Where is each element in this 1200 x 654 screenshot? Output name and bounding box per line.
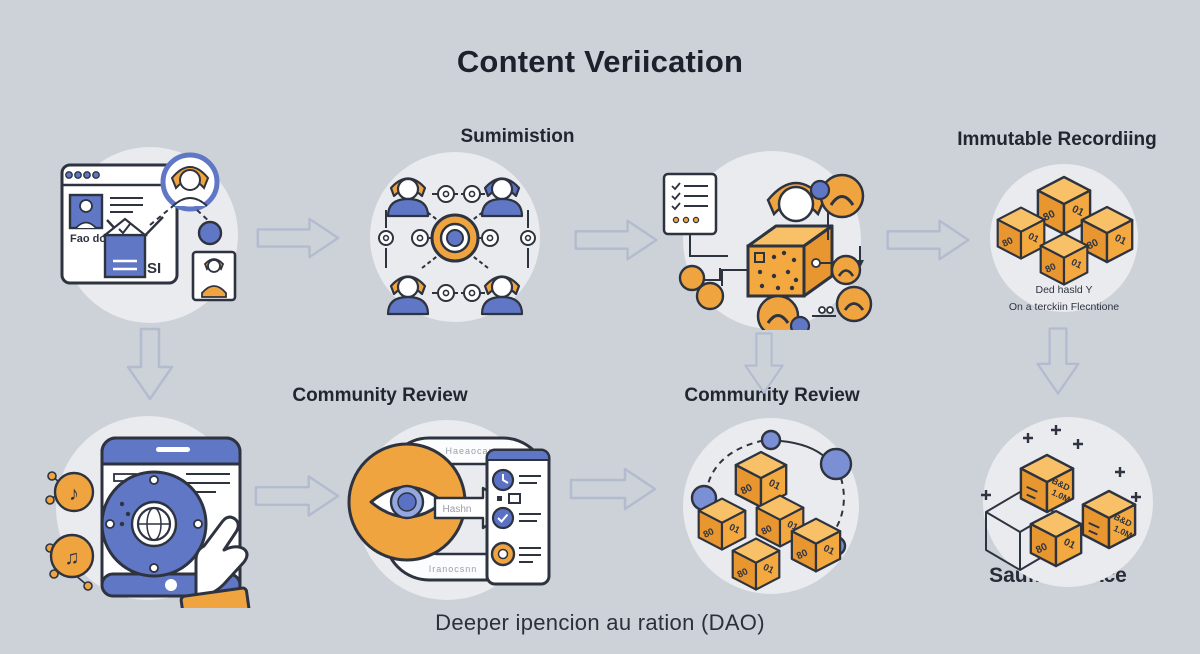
review-loop-illustration: Haeaocane Iranocsnn Hashn — [347, 420, 551, 600]
arrow-label: Hashn — [443, 504, 472, 515]
orange-user-node-icon — [809, 173, 865, 219]
data-cube-icon — [1039, 232, 1089, 286]
flow-arrow-right-4 — [254, 475, 340, 517]
orange-user-node-icon — [835, 285, 873, 323]
flow-arrow-down-1 — [126, 327, 174, 401]
network-node-icons — [378, 185, 536, 302]
flow-arrow-down-3 — [1036, 327, 1080, 395]
music-note-icon: ♫ — [49, 533, 95, 579]
flow-arrow-right-5 — [569, 467, 657, 511]
recording-caption-line1: Ded hasld Y — [1035, 284, 1092, 296]
recording-caption-line2: On a terckiin Flecntione — [1009, 301, 1119, 313]
check-clock-icon — [491, 506, 515, 530]
immutable-recording-illustration: Ded hasld Y On a terckiin Flecntione — [990, 164, 1138, 313]
data-cube-icon — [790, 517, 842, 573]
data-cube-icon — [1029, 509, 1083, 568]
footer-caption: Deeper ipencion au ration (DAO) — [435, 610, 765, 635]
review-card-icon — [485, 448, 551, 586]
processing-illustration — [662, 151, 873, 330]
id-badge-icon — [191, 250, 237, 302]
page-title: Content Veriication — [456, 44, 744, 79]
data-cube-icon — [1080, 205, 1134, 264]
blue-head-icon — [197, 220, 223, 246]
document-envelope-icon: SI — [101, 217, 161, 279]
svg-text:♪: ♪ — [69, 483, 79, 505]
blue-node-icon — [819, 447, 853, 481]
stage-label-community-review-left: Community Review — [292, 385, 468, 406]
submission-network-illustration — [370, 152, 540, 322]
eye-icon — [347, 442, 467, 562]
profile-caption: Fao do — [70, 233, 106, 245]
data-cube-icon — [996, 206, 1046, 260]
content-source-illustration: Fao do SI — [60, 147, 238, 323]
avatar-circle-icon — [160, 152, 220, 212]
loop-top-label: Haeaocane — [445, 446, 500, 456]
blue-node-icon — [760, 429, 782, 451]
stage-label-submission: Sumimistion — [460, 126, 575, 147]
media-tablet-illustration: ♪ ♫ — [45, 416, 251, 608]
data-cube-icon — [731, 537, 781, 591]
hash-cube-icon — [1019, 453, 1075, 514]
cube-network-illustration — [683, 418, 859, 594]
orange-node-icon — [678, 264, 706, 292]
orange-node-icon — [695, 281, 725, 311]
stage-label-community-review-right: Community Review — [684, 385, 860, 406]
flow-arrow-right-2 — [574, 219, 658, 261]
flow-arrow-right-1 — [256, 217, 340, 259]
checklist-card-icon — [662, 172, 718, 236]
orange-user-node-icon — [756, 294, 811, 330]
document-label: SI — [147, 260, 161, 277]
hash-cube-icon — [1081, 489, 1137, 550]
secure-hash-illustration — [981, 417, 1153, 587]
data-cube-icon — [697, 497, 747, 551]
pointing-hand-icon — [179, 515, 251, 608]
music-note-icon: ♪ — [53, 471, 95, 513]
flow-arrow-down-2 — [744, 332, 784, 394]
media-disc-icon — [100, 470, 208, 578]
svg-text:♫: ♫ — [65, 547, 80, 569]
flow-arrow-right-3 — [886, 219, 970, 261]
orange-user-node-icon — [830, 254, 862, 286]
stage-label-immutable-recording: Immutable Recordiing — [957, 129, 1157, 150]
consensus-target-icon — [430, 213, 480, 263]
sparkle-plus-icons — [981, 425, 1141, 502]
loop-bottom-label: Iranocsnn — [429, 564, 478, 574]
